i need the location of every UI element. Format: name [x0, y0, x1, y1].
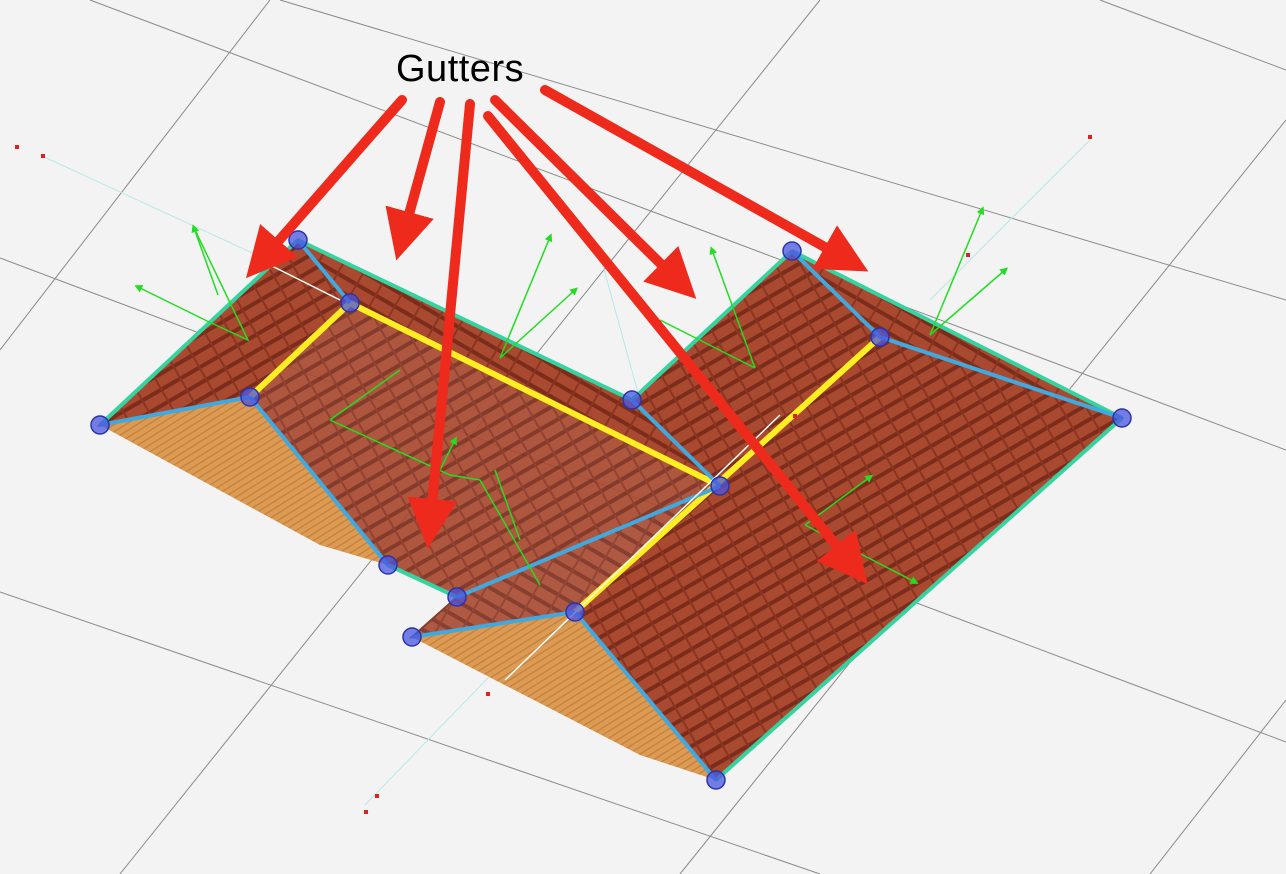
eave-edges: [98, 238, 1124, 782]
gutter-arrow-2: [385, 97, 445, 261]
axis-line: [504, 414, 781, 681]
ridge-lines: [247, 300, 883, 615]
hip-lines: [99, 238, 1123, 782]
left-gable-wall: [100, 397, 388, 565]
gutter-arrow-4: [490, 95, 697, 299]
gutter-arrow-3: [407, 99, 475, 549]
annotation-arrows: [246, 85, 869, 585]
gutter-arrow-6: [540, 85, 869, 272]
gutter-arrow-1: [246, 95, 407, 279]
gutter-arrow-5: [483, 111, 868, 585]
axis-markers: [15, 135, 1092, 814]
vertex-handle-icon[interactable]: [90, 230, 1132, 790]
right-gable-wall: [412, 612, 716, 780]
